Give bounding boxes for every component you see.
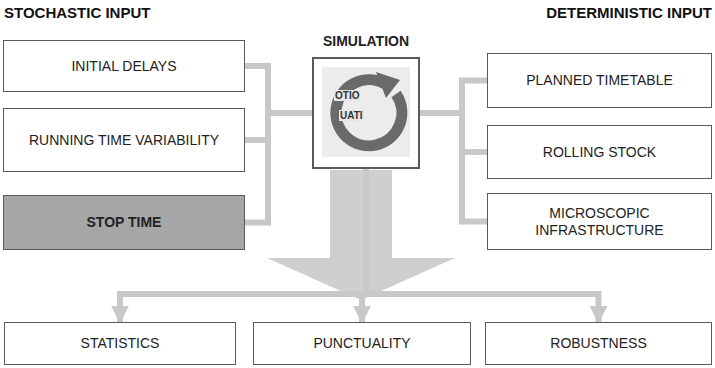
box-label: RUNNING TIME VARIABILITY [29, 132, 219, 149]
box-label: PLANNED TIMETABLE [526, 72, 673, 89]
output-block-arrow [267, 170, 455, 300]
box-label: PUNCTUALITY [313, 335, 410, 352]
simulation-square [312, 57, 420, 169]
input-box: PLANNED TIMETABLE [487, 53, 712, 108]
output-box: PUNCTUALITY [253, 322, 471, 365]
connector [245, 113, 312, 140]
connector [420, 113, 487, 222]
input-box: RUNNING TIME VARIABILITY [3, 108, 245, 172]
connector [420, 113, 487, 152]
input-box: STOP TIME [3, 195, 245, 250]
box-label: INITIAL DELAYS [71, 58, 176, 75]
group-heading: DETERMINISTIC INPUT [546, 4, 712, 21]
input-box: INITIAL DELAYS [3, 40, 245, 92]
icon-text-fragment: UATI [339, 110, 364, 121]
icon-text-fragment: OTIO [334, 90, 360, 101]
box-label: STOP TIME [87, 214, 162, 231]
group-heading: STOCHASTIC INPUT [4, 4, 150, 21]
connector [245, 66, 312, 113]
output-box: STATISTICS [4, 322, 236, 365]
connector [245, 113, 312, 223]
input-box: MICROSCOPIC INFRASTRUCTURE [487, 193, 712, 250]
output-box: ROBUSTNESS [485, 322, 712, 365]
node-heading: SIMULATION [300, 33, 432, 50]
input-box: ROLLING STOCK [487, 125, 712, 179]
box-label: STATISTICS [81, 335, 160, 352]
box-label: ROLLING STOCK [543, 144, 656, 161]
simulation-box: SIMULATION [300, 33, 432, 169]
cycle-arrowhead [376, 72, 400, 98]
box-label: ROBUSTNESS [550, 335, 646, 352]
connector [420, 81, 487, 114]
box-label: MICROSCOPIC INFRASTRUCTURE [496, 205, 703, 239]
icon-plate [322, 67, 410, 157]
